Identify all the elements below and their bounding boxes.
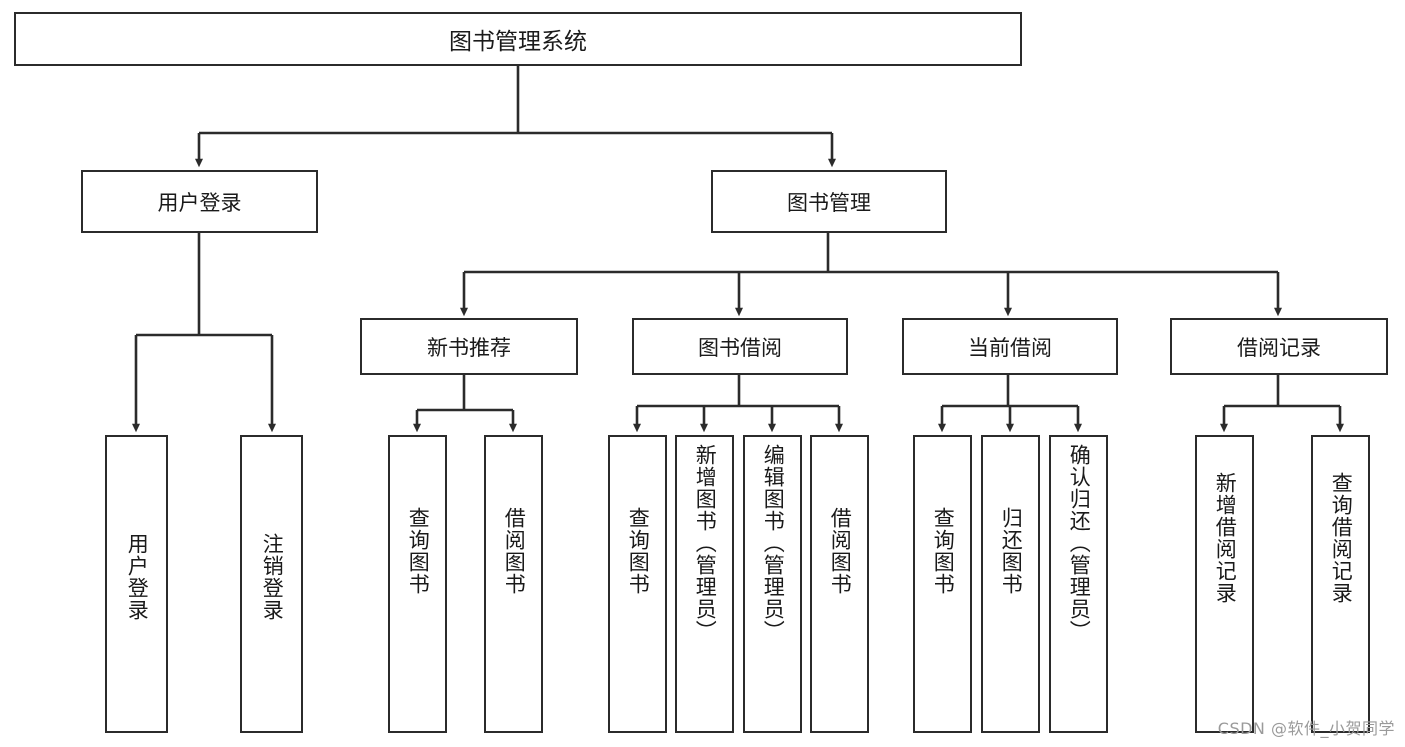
leaf-user-login-1-label: 用户登录 bbox=[125, 533, 150, 621]
leaf-new-book-2-label: 借阅图书 bbox=[502, 507, 527, 595]
leaf-current-borrow-3-label: 确认归还（管理员） bbox=[1067, 444, 1092, 642]
leaf-borrow-record-2[interactable]: 查询借阅记录 bbox=[1311, 435, 1370, 733]
node-user-login[interactable]: 用户登录 bbox=[81, 170, 318, 233]
node-borrow-record-label: 借阅记录 bbox=[1237, 335, 1321, 360]
node-book-manage-label: 图书管理 bbox=[787, 190, 871, 215]
leaf-new-book-1[interactable]: 查询图书 bbox=[388, 435, 447, 733]
node-root[interactable]: 图书管理系统 bbox=[14, 12, 1022, 66]
leaf-current-borrow-2[interactable]: 归还图书 bbox=[981, 435, 1040, 733]
leaf-current-borrow-3[interactable]: 确认归还（管理员） bbox=[1049, 435, 1108, 733]
leaf-book-borrow-1[interactable]: 查询图书 bbox=[608, 435, 667, 733]
node-book-borrow[interactable]: 图书借阅 bbox=[632, 318, 848, 375]
node-borrow-record[interactable]: 借阅记录 bbox=[1170, 318, 1388, 375]
node-new-book-recommend[interactable]: 新书推荐 bbox=[360, 318, 578, 375]
leaf-book-borrow-3[interactable]: 编辑图书（管理员） bbox=[743, 435, 802, 733]
leaf-borrow-record-1[interactable]: 新增借阅记录 bbox=[1195, 435, 1254, 733]
leaf-user-login-2[interactable]: 注销登录 bbox=[240, 435, 303, 733]
leaf-current-borrow-2-label: 归还图书 bbox=[999, 507, 1024, 595]
leaf-new-book-2[interactable]: 借阅图书 bbox=[484, 435, 543, 733]
leaf-current-borrow-1[interactable]: 查询图书 bbox=[913, 435, 972, 733]
leaf-book-borrow-2[interactable]: 新增图书（管理员） bbox=[675, 435, 734, 733]
leaf-user-login-2-label: 注销登录 bbox=[260, 533, 285, 621]
leaf-borrow-record-2-label: 查询借阅记录 bbox=[1329, 472, 1354, 604]
leaf-borrow-record-1-label: 新增借阅记录 bbox=[1213, 472, 1238, 604]
node-current-borrow-label: 当前借阅 bbox=[968, 335, 1052, 360]
leaf-book-borrow-1-label: 查询图书 bbox=[626, 507, 651, 595]
leaf-book-borrow-2-label: 新增图书（管理员） bbox=[693, 444, 718, 642]
node-book-borrow-label: 图书借阅 bbox=[698, 335, 782, 360]
node-root-label: 图书管理系统 bbox=[449, 29, 587, 55]
node-book-manage[interactable]: 图书管理 bbox=[711, 170, 947, 233]
leaf-current-borrow-1-label: 查询图书 bbox=[931, 507, 956, 595]
leaf-book-borrow-4-label: 借阅图书 bbox=[828, 507, 853, 595]
node-user-login-label: 用户登录 bbox=[157, 190, 242, 215]
node-current-borrow[interactable]: 当前借阅 bbox=[902, 318, 1118, 375]
leaf-book-borrow-3-label: 编辑图书（管理员） bbox=[761, 444, 786, 642]
leaf-new-book-1-label: 查询图书 bbox=[406, 507, 431, 595]
leaf-book-borrow-4[interactable]: 借阅图书 bbox=[810, 435, 869, 733]
node-new-book-recommend-label: 新书推荐 bbox=[427, 335, 511, 360]
leaf-user-login-1[interactable]: 用户登录 bbox=[105, 435, 168, 733]
